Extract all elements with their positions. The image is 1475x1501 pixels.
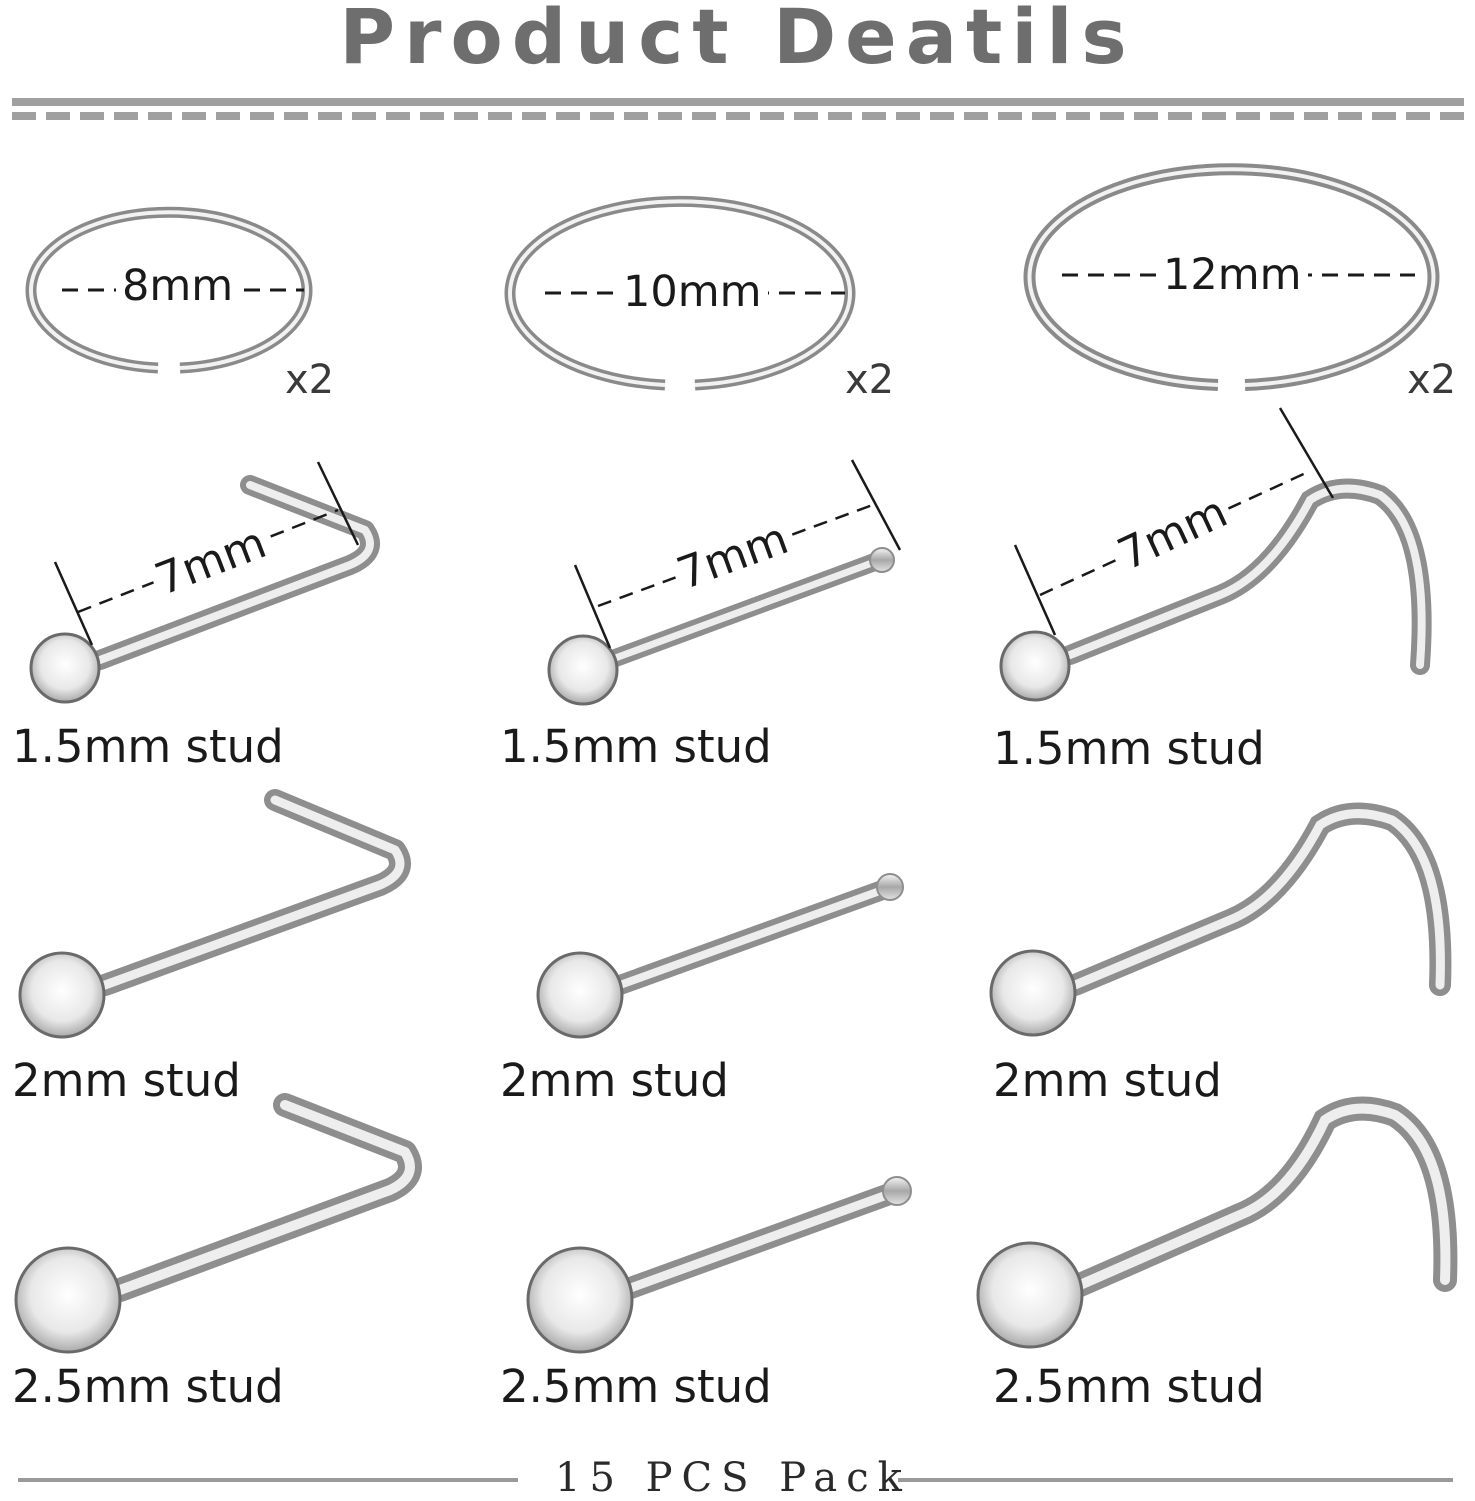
stud-size-label: 2mm stud — [500, 1054, 729, 1107]
stud-size-label: 1.5mm stud — [12, 720, 284, 773]
ring-size-label: 10mm — [617, 271, 768, 314]
stud-size-label: 1.5mm stud — [500, 720, 772, 773]
page-title: Product Deatils — [339, 0, 1136, 81]
stud-size-label: 2mm stud — [993, 1054, 1222, 1107]
screw-studs — [1060, 478, 1458, 1297]
title-rule — [12, 98, 1464, 106]
footer-rule-left — [18, 1478, 518, 1482]
ring-8mm — [25, 206, 313, 374]
l-bend-studs — [90, 475, 422, 1302]
footer-rule-right — [898, 1478, 1453, 1482]
stud-size-label: 2.5mm stud — [500, 1360, 772, 1413]
stud-size-label: 2.5mm stud — [993, 1360, 1265, 1413]
ring-10mm — [504, 195, 856, 391]
title-dashed-rule — [12, 112, 1464, 120]
ring-quantity: x2 — [1407, 357, 1457, 403]
crystal-gems — [14, 630, 1084, 1354]
stud-size-label: 1.5mm stud — [993, 722, 1265, 775]
bone-studs — [601, 547, 912, 1301]
ring-size-label: 8mm — [116, 265, 240, 308]
stud-size-label: 2mm stud — [12, 1054, 241, 1107]
pack-count: 15 PCS Pack — [555, 1455, 911, 1501]
ring-quantity: x2 — [285, 357, 335, 403]
ring-quantity: x2 — [845, 357, 895, 403]
stud-size-label: 2.5mm stud — [12, 1360, 284, 1413]
ring-12mm — [1023, 163, 1440, 391]
ring-size-label: 12mm — [1157, 254, 1308, 297]
